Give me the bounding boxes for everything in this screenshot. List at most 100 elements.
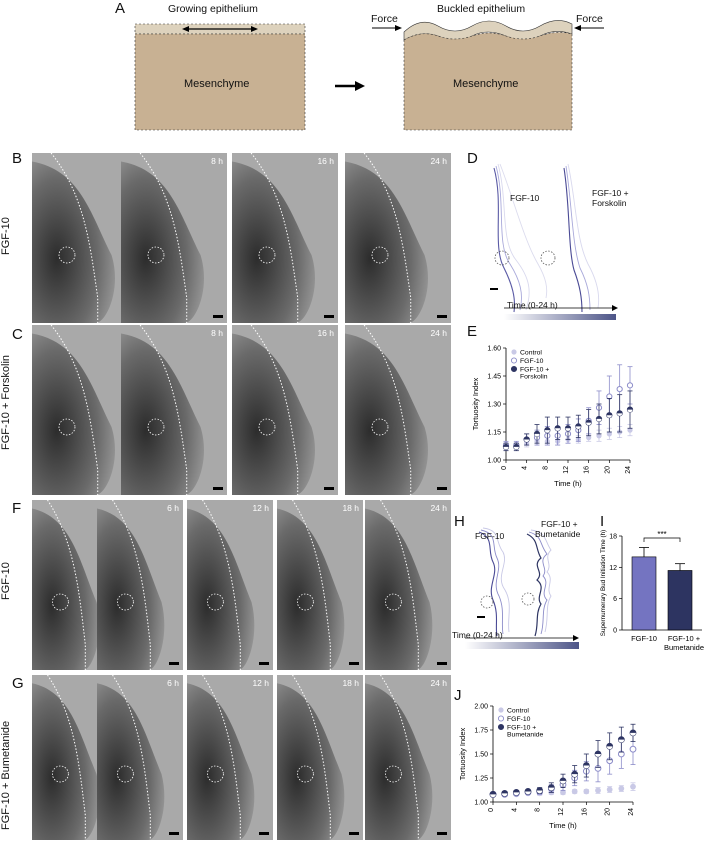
data-point-control xyxy=(627,427,633,433)
time-gradient-bar-d xyxy=(504,314,616,320)
y-tick-label: 0 xyxy=(613,628,617,635)
legend-entry: FGF-10 xyxy=(520,358,544,365)
y-tick-label: 1.25 xyxy=(474,776,488,783)
panel-d-tracings xyxy=(490,163,618,320)
scale-bar xyxy=(169,832,179,835)
data-point-control xyxy=(596,433,602,439)
panel-h-label-fgf: FGF-10 xyxy=(475,531,505,541)
micrograph-b-2: 16 h xyxy=(232,153,338,323)
micrograph-f-1: 6 h xyxy=(97,500,183,670)
micrograph-image xyxy=(32,325,138,495)
timepoint-label: 18 h xyxy=(342,678,359,688)
micrograph-f-2: 12 h xyxy=(187,500,273,670)
panel-letter-h: H xyxy=(454,513,465,530)
bar-treated xyxy=(667,570,693,631)
y-axis-label: Supernumerary Bud Initiation Time (h) xyxy=(600,530,607,636)
data-point-control xyxy=(571,788,578,795)
x-tick-label: 0 xyxy=(488,808,495,812)
micrograph-c-1: 8 h xyxy=(121,325,227,495)
y-axis-label: Tortuosity Index xyxy=(458,727,467,780)
category-label-treated-2: Bumetanide xyxy=(664,643,704,652)
bar-fgf xyxy=(631,556,657,631)
timepoint-label: 6 h xyxy=(167,503,179,513)
legend-entry: Forskolin xyxy=(520,374,548,381)
x-tick-label: 12 xyxy=(563,466,570,474)
micrograph-b-0: 0 h xyxy=(32,153,138,323)
legend-entry: Control xyxy=(520,350,542,357)
scale-bar xyxy=(437,832,447,835)
micrograph-image xyxy=(232,325,338,495)
y-tick-label: 1.00 xyxy=(474,800,488,807)
y-tick-label: 1.30 xyxy=(487,402,501,409)
panel-d-time-label: Time (0-24 h) xyxy=(507,300,558,310)
timepoint-label: 24 h xyxy=(430,156,447,166)
legend-marker xyxy=(497,715,505,722)
schematic-force-left: Force xyxy=(371,13,398,25)
data-point-control xyxy=(630,783,636,790)
micrograph-image xyxy=(32,153,138,323)
x-tick-label: 20 xyxy=(605,808,612,816)
scale-bar-h xyxy=(477,616,485,618)
x-tick-label: 12 xyxy=(558,808,565,816)
x-tick-label: 24 xyxy=(628,808,635,816)
x-tick-label: 4 xyxy=(522,466,529,470)
timepoint-label: 24 h xyxy=(430,503,447,513)
scale-bar xyxy=(437,662,447,665)
right-mesenchyme-block xyxy=(403,32,573,131)
data-point-control xyxy=(606,431,612,437)
timepoint-label: 16 h xyxy=(317,328,334,338)
legend-marker xyxy=(510,365,518,373)
panel-letter-b: B xyxy=(12,150,23,167)
panel-h-time-label: Time (0-24 h) xyxy=(452,630,503,640)
schematic-right-title: Buckled epithelium xyxy=(437,3,526,15)
category-label-fgf: FGF-10 xyxy=(631,634,657,643)
timepoint-label: 24 h xyxy=(430,328,447,338)
x-tick-label: 8 xyxy=(535,808,542,812)
micrograph-image xyxy=(187,675,273,840)
micrograph-b-3: 24 h xyxy=(345,153,451,323)
legend-marker xyxy=(510,357,518,364)
micrograph-image xyxy=(345,153,451,323)
scale-bar-d xyxy=(490,288,498,290)
y-tick-label: 1.50 xyxy=(474,752,488,759)
y-tick-label: 12 xyxy=(609,565,617,572)
panel-h-label-treated-1: FGF-10 + xyxy=(541,519,578,529)
panel-letter-d: D xyxy=(467,150,478,167)
row-label-c: FGF-10 + Forskolin xyxy=(0,354,12,450)
x-axis-label: Time (h) xyxy=(549,821,577,830)
mesenchyme-marker-h2 xyxy=(521,592,535,606)
legend-entry: FGF-10 + xyxy=(520,367,549,374)
mesenchyme-marker-d2 xyxy=(540,250,556,266)
panel-letter-e: E xyxy=(467,323,478,340)
x-tick-label: 8 xyxy=(542,466,549,470)
schematic-force-right: Force xyxy=(576,13,603,25)
schematic-left-title: Growing epithelium xyxy=(168,3,258,15)
micrograph-image xyxy=(97,500,183,670)
micrograph-image xyxy=(277,500,363,670)
timepoint-label: 12 h xyxy=(252,678,269,688)
micrograph-c-3: 24 h xyxy=(345,325,451,495)
micrograph-g-2: 12 h xyxy=(187,675,273,840)
scale-bar xyxy=(213,315,223,318)
legend-entry: Control xyxy=(507,708,529,715)
micrograph-f-3: 18 h xyxy=(277,500,363,670)
time-gradient-bar-h xyxy=(465,642,579,649)
x-tick-label: 24 xyxy=(625,466,632,474)
scale-bar xyxy=(259,662,269,665)
scale-bar xyxy=(213,487,223,490)
scale-bar xyxy=(259,832,269,835)
x-axis-label: Time (h) xyxy=(554,479,582,488)
y-tick-label: 1.00 xyxy=(487,458,501,465)
panel-letter-i: I xyxy=(600,513,605,530)
legend-marker xyxy=(497,723,505,731)
timepoint-label: 6 h xyxy=(167,678,179,688)
micrograph-image xyxy=(365,675,451,840)
micrograph-b-1: 8 h xyxy=(121,153,227,323)
scale-bar xyxy=(324,487,334,490)
micrograph-image xyxy=(345,325,451,495)
legend-entry: Bumetanide xyxy=(507,732,543,739)
panel-d-label-treated-1: FGF-10 + xyxy=(592,188,629,198)
timepoint-label: 12 h xyxy=(252,503,269,513)
